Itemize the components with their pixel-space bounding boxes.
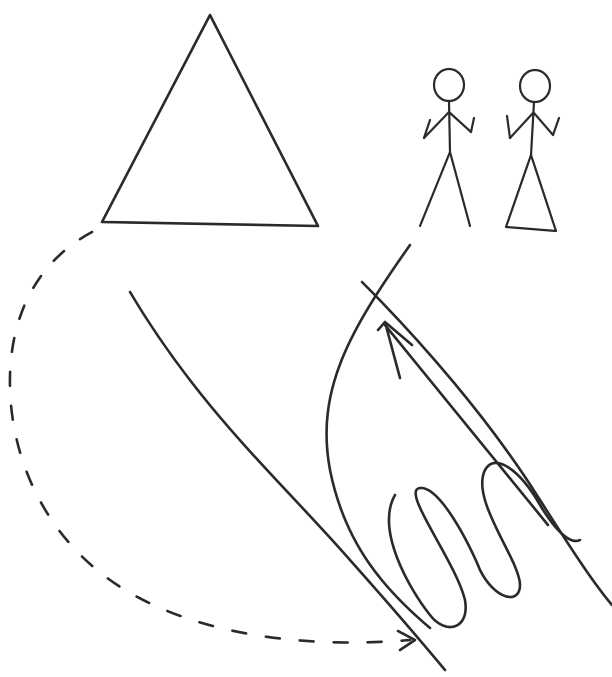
dashed-curved-arrow bbox=[10, 232, 410, 643]
triangle-shape bbox=[102, 15, 318, 226]
solid-curve bbox=[327, 245, 430, 628]
stick-figure-female bbox=[506, 70, 559, 231]
stick-figure-male-head bbox=[434, 69, 464, 101]
stick-figure-male bbox=[420, 69, 474, 226]
solid-diagonal-line bbox=[130, 292, 445, 670]
looping-coil bbox=[389, 463, 580, 627]
crossing-line bbox=[362, 282, 612, 605]
stick-figure-female-head bbox=[520, 70, 550, 102]
arrow-line bbox=[385, 325, 548, 525]
